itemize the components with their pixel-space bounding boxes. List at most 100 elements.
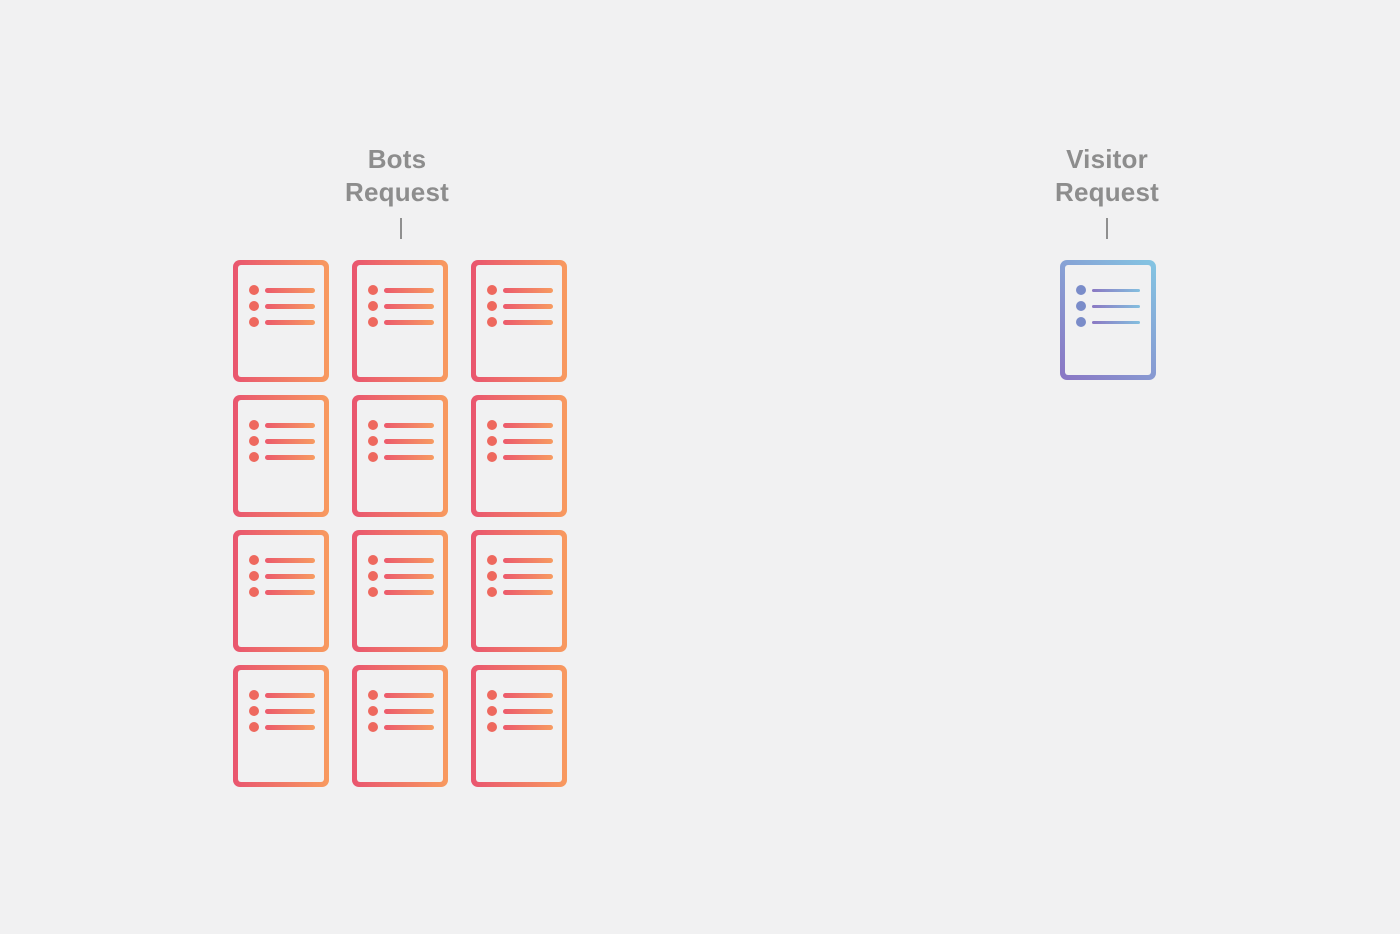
document-page — [1065, 265, 1151, 375]
document-list-row — [368, 555, 443, 565]
document-list-row — [368, 706, 443, 716]
document-list-icon — [471, 260, 567, 382]
document-list-icon — [233, 395, 329, 517]
document-list-row — [249, 436, 324, 446]
bullet-dot-icon — [368, 301, 378, 311]
document-list-row — [487, 317, 562, 327]
document-page — [476, 535, 562, 647]
bullet-dot-icon — [249, 436, 259, 446]
document-list-icon — [471, 395, 567, 517]
text-line — [384, 287, 434, 293]
document-list-row — [1076, 301, 1151, 311]
text-line — [265, 319, 315, 325]
document-list-row — [249, 317, 324, 327]
document-page — [357, 265, 443, 377]
bullet-dot-icon — [249, 690, 259, 700]
bullet-dot-icon — [487, 285, 497, 295]
bullet-dot-icon — [368, 690, 378, 700]
text-line — [1092, 288, 1140, 292]
bullet-dot-icon — [249, 722, 259, 732]
text-line — [1092, 304, 1140, 308]
bullet-dot-icon — [368, 706, 378, 716]
text-line — [503, 557, 553, 563]
text-line — [265, 692, 315, 698]
bots-connector-dash — [400, 218, 402, 239]
document-page — [238, 670, 324, 782]
document-list-icon — [233, 260, 329, 382]
document-list-icon — [233, 530, 329, 652]
document-list-row — [487, 436, 562, 446]
bullet-dot-icon — [487, 317, 497, 327]
bullet-dot-icon — [487, 436, 497, 446]
text-line — [384, 589, 434, 595]
document-list-icon — [352, 395, 448, 517]
bullet-dot-icon — [1076, 317, 1086, 327]
text-line — [503, 287, 553, 293]
bots-documents-grid — [233, 260, 567, 787]
document-list-row — [249, 420, 324, 430]
bullet-dot-icon — [1076, 285, 1086, 295]
document-list-row — [487, 285, 562, 295]
document-list-row — [487, 706, 562, 716]
bullet-dot-icon — [368, 420, 378, 430]
text-line — [503, 692, 553, 698]
document-list-row — [368, 436, 443, 446]
text-line — [503, 438, 553, 444]
bullet-dot-icon — [487, 587, 497, 597]
bullet-dot-icon — [487, 571, 497, 581]
text-line — [384, 724, 434, 730]
document-list-row — [487, 555, 562, 565]
bullet-dot-icon — [249, 285, 259, 295]
bullet-dot-icon — [487, 706, 497, 716]
text-line — [503, 454, 553, 460]
bullet-dot-icon — [368, 571, 378, 581]
document-list-row — [487, 722, 562, 732]
bullet-dot-icon — [368, 722, 378, 732]
text-line — [384, 319, 434, 325]
text-line — [384, 692, 434, 698]
bullet-dot-icon — [249, 317, 259, 327]
text-line — [503, 708, 553, 714]
document-list-row — [487, 690, 562, 700]
text-line — [503, 303, 553, 309]
text-line — [384, 438, 434, 444]
text-line — [265, 708, 315, 714]
document-page — [357, 670, 443, 782]
text-line — [503, 573, 553, 579]
document-page — [238, 265, 324, 377]
text-line — [384, 708, 434, 714]
document-page — [357, 535, 443, 647]
text-line — [265, 422, 315, 428]
document-list-row — [249, 285, 324, 295]
document-list-row — [487, 420, 562, 430]
document-page — [238, 535, 324, 647]
bullet-dot-icon — [487, 452, 497, 462]
bullet-dot-icon — [1076, 301, 1086, 311]
document-list-row — [368, 301, 443, 311]
document-page — [238, 400, 324, 512]
document-list-icon — [352, 530, 448, 652]
bullet-dot-icon — [487, 690, 497, 700]
text-line — [265, 557, 315, 563]
document-list-row — [368, 690, 443, 700]
visitor-document-holder — [1060, 260, 1156, 380]
text-line — [265, 589, 315, 595]
document-list-row — [249, 722, 324, 732]
visitor-connector-dash — [1106, 218, 1108, 239]
document-list-icon — [1060, 260, 1156, 380]
document-page — [476, 265, 562, 377]
bullet-dot-icon — [368, 436, 378, 446]
document-list-row — [487, 571, 562, 581]
document-list-row — [487, 452, 562, 462]
text-line — [503, 422, 553, 428]
document-page — [357, 400, 443, 512]
bullet-dot-icon — [487, 555, 497, 565]
text-line — [384, 557, 434, 563]
document-list-row — [368, 571, 443, 581]
document-list-icon — [471, 665, 567, 787]
document-list-row — [1076, 285, 1151, 295]
bullet-dot-icon — [368, 555, 378, 565]
bullet-dot-icon — [368, 317, 378, 327]
text-line — [265, 438, 315, 444]
